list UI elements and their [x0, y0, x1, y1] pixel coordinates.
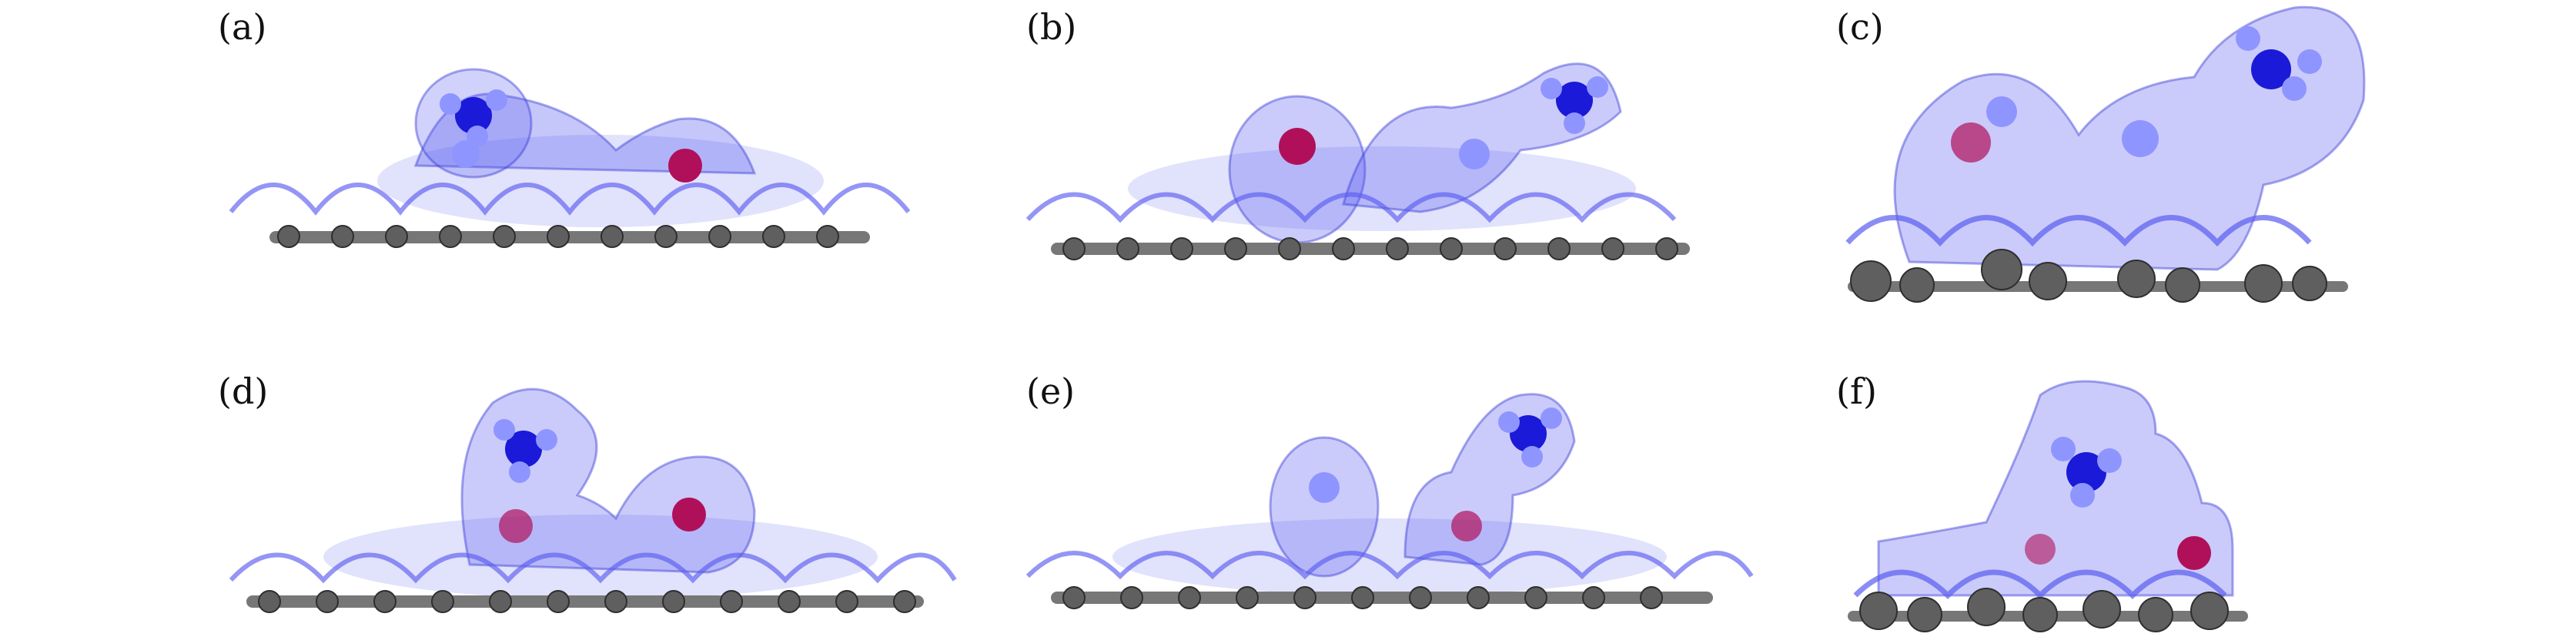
panel-f-structure: [1832, 364, 2371, 637]
panel-b-structure: [1020, 35, 1759, 281]
panel-e-label: (e): [1026, 370, 1076, 412]
panel-d: (d): [0, 318, 957, 637]
panel-b: (b): [858, 0, 1717, 318]
adsorption-structure-b: [1025, 62, 1690, 260]
panel-f-label: (f): [1836, 370, 1877, 412]
panel-c: (c): [1717, 0, 2576, 318]
panel-c-structure: [1832, 0, 2371, 318]
panel-f: (f): [1717, 318, 2576, 637]
panel-e-structure: [1020, 372, 1775, 626]
panel-a: (a): [0, 0, 911, 318]
adsorption-structure-f: [1848, 380, 2248, 632]
panel-d-structure: [216, 364, 970, 630]
panel-c-label: (c): [1836, 6, 1884, 48]
adsorption-structure-a: [229, 68, 911, 248]
adsorption-structure-d: [229, 387, 957, 613]
panel-e: (e): [858, 318, 1754, 637]
panel-b-label: (b): [1026, 6, 1077, 48]
panel-a-label: (a): [218, 6, 267, 48]
adsorption-structure-e: [1025, 393, 1754, 609]
panel-a-structure: [216, 35, 955, 281]
panel-d-label: (d): [218, 370, 269, 412]
adsorption-structure-c: [1845, 5, 2366, 303]
